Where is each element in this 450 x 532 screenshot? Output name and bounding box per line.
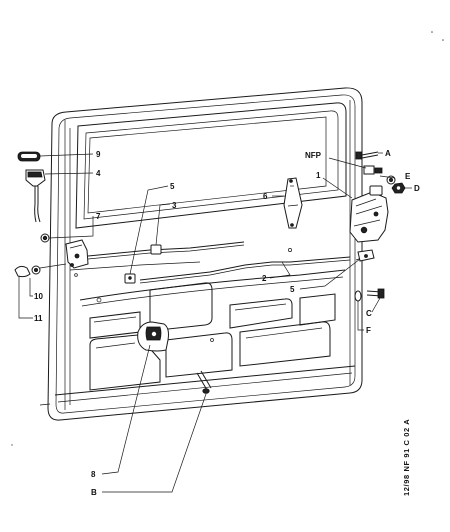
- callout-labels: 9 4 7 10 11 5 3 6 NFP A 1 E D 2 5 C F 8 …: [34, 149, 420, 497]
- callout-11: 11: [34, 314, 43, 323]
- callout-4: 4: [96, 169, 101, 178]
- callout-8: 8: [91, 470, 96, 479]
- scan-specks: [11, 31, 444, 446]
- inner-panel-openings: [74, 248, 346, 391]
- control-rods: [69, 241, 367, 284]
- part-5-clip-right: [357, 249, 375, 262]
- callout-D: D: [414, 184, 420, 193]
- callout-1: 1: [316, 171, 321, 180]
- part-B-screw: [196, 370, 212, 394]
- part-10-11-clips: [14, 263, 67, 278]
- callout-7: 7: [96, 212, 101, 221]
- callout-E: E: [405, 172, 411, 181]
- part-6-bracket: [283, 177, 303, 229]
- rod-clip: [150, 244, 162, 255]
- callout-3: 3: [172, 201, 177, 210]
- part-A-screw: [355, 151, 379, 160]
- part-1-lock: [349, 185, 389, 243]
- part-nfp-shim: [363, 165, 383, 175]
- callout-A: A: [385, 149, 391, 158]
- door-panel: [39, 87, 363, 421]
- part-4-handle: [25, 169, 46, 223]
- callout-nfp: NFP: [305, 151, 322, 160]
- callout-5-top: 5: [170, 182, 175, 191]
- callout-10: 10: [34, 292, 43, 301]
- left-bracket: [65, 239, 89, 269]
- callout-C: C: [366, 309, 372, 318]
- part-9-cap: [17, 151, 41, 162]
- callout-2: 2: [262, 274, 267, 283]
- callout-F: F: [366, 326, 371, 335]
- part-D-nut: [391, 182, 406, 194]
- callout-9: 9: [96, 150, 101, 159]
- leader-lines: [18, 152, 412, 493]
- part-5-clip-top: [124, 273, 136, 284]
- part-7-knob: [40, 233, 50, 243]
- callout-6: 6: [263, 192, 268, 201]
- callout-B: B: [91, 488, 97, 497]
- part-8-exterior-handle: [137, 321, 169, 352]
- part-C-F-striker: [354, 288, 385, 302]
- callout-5-right: 5: [290, 285, 295, 294]
- drawing-reference: 12/98 NF 91 C 02 A: [402, 419, 411, 496]
